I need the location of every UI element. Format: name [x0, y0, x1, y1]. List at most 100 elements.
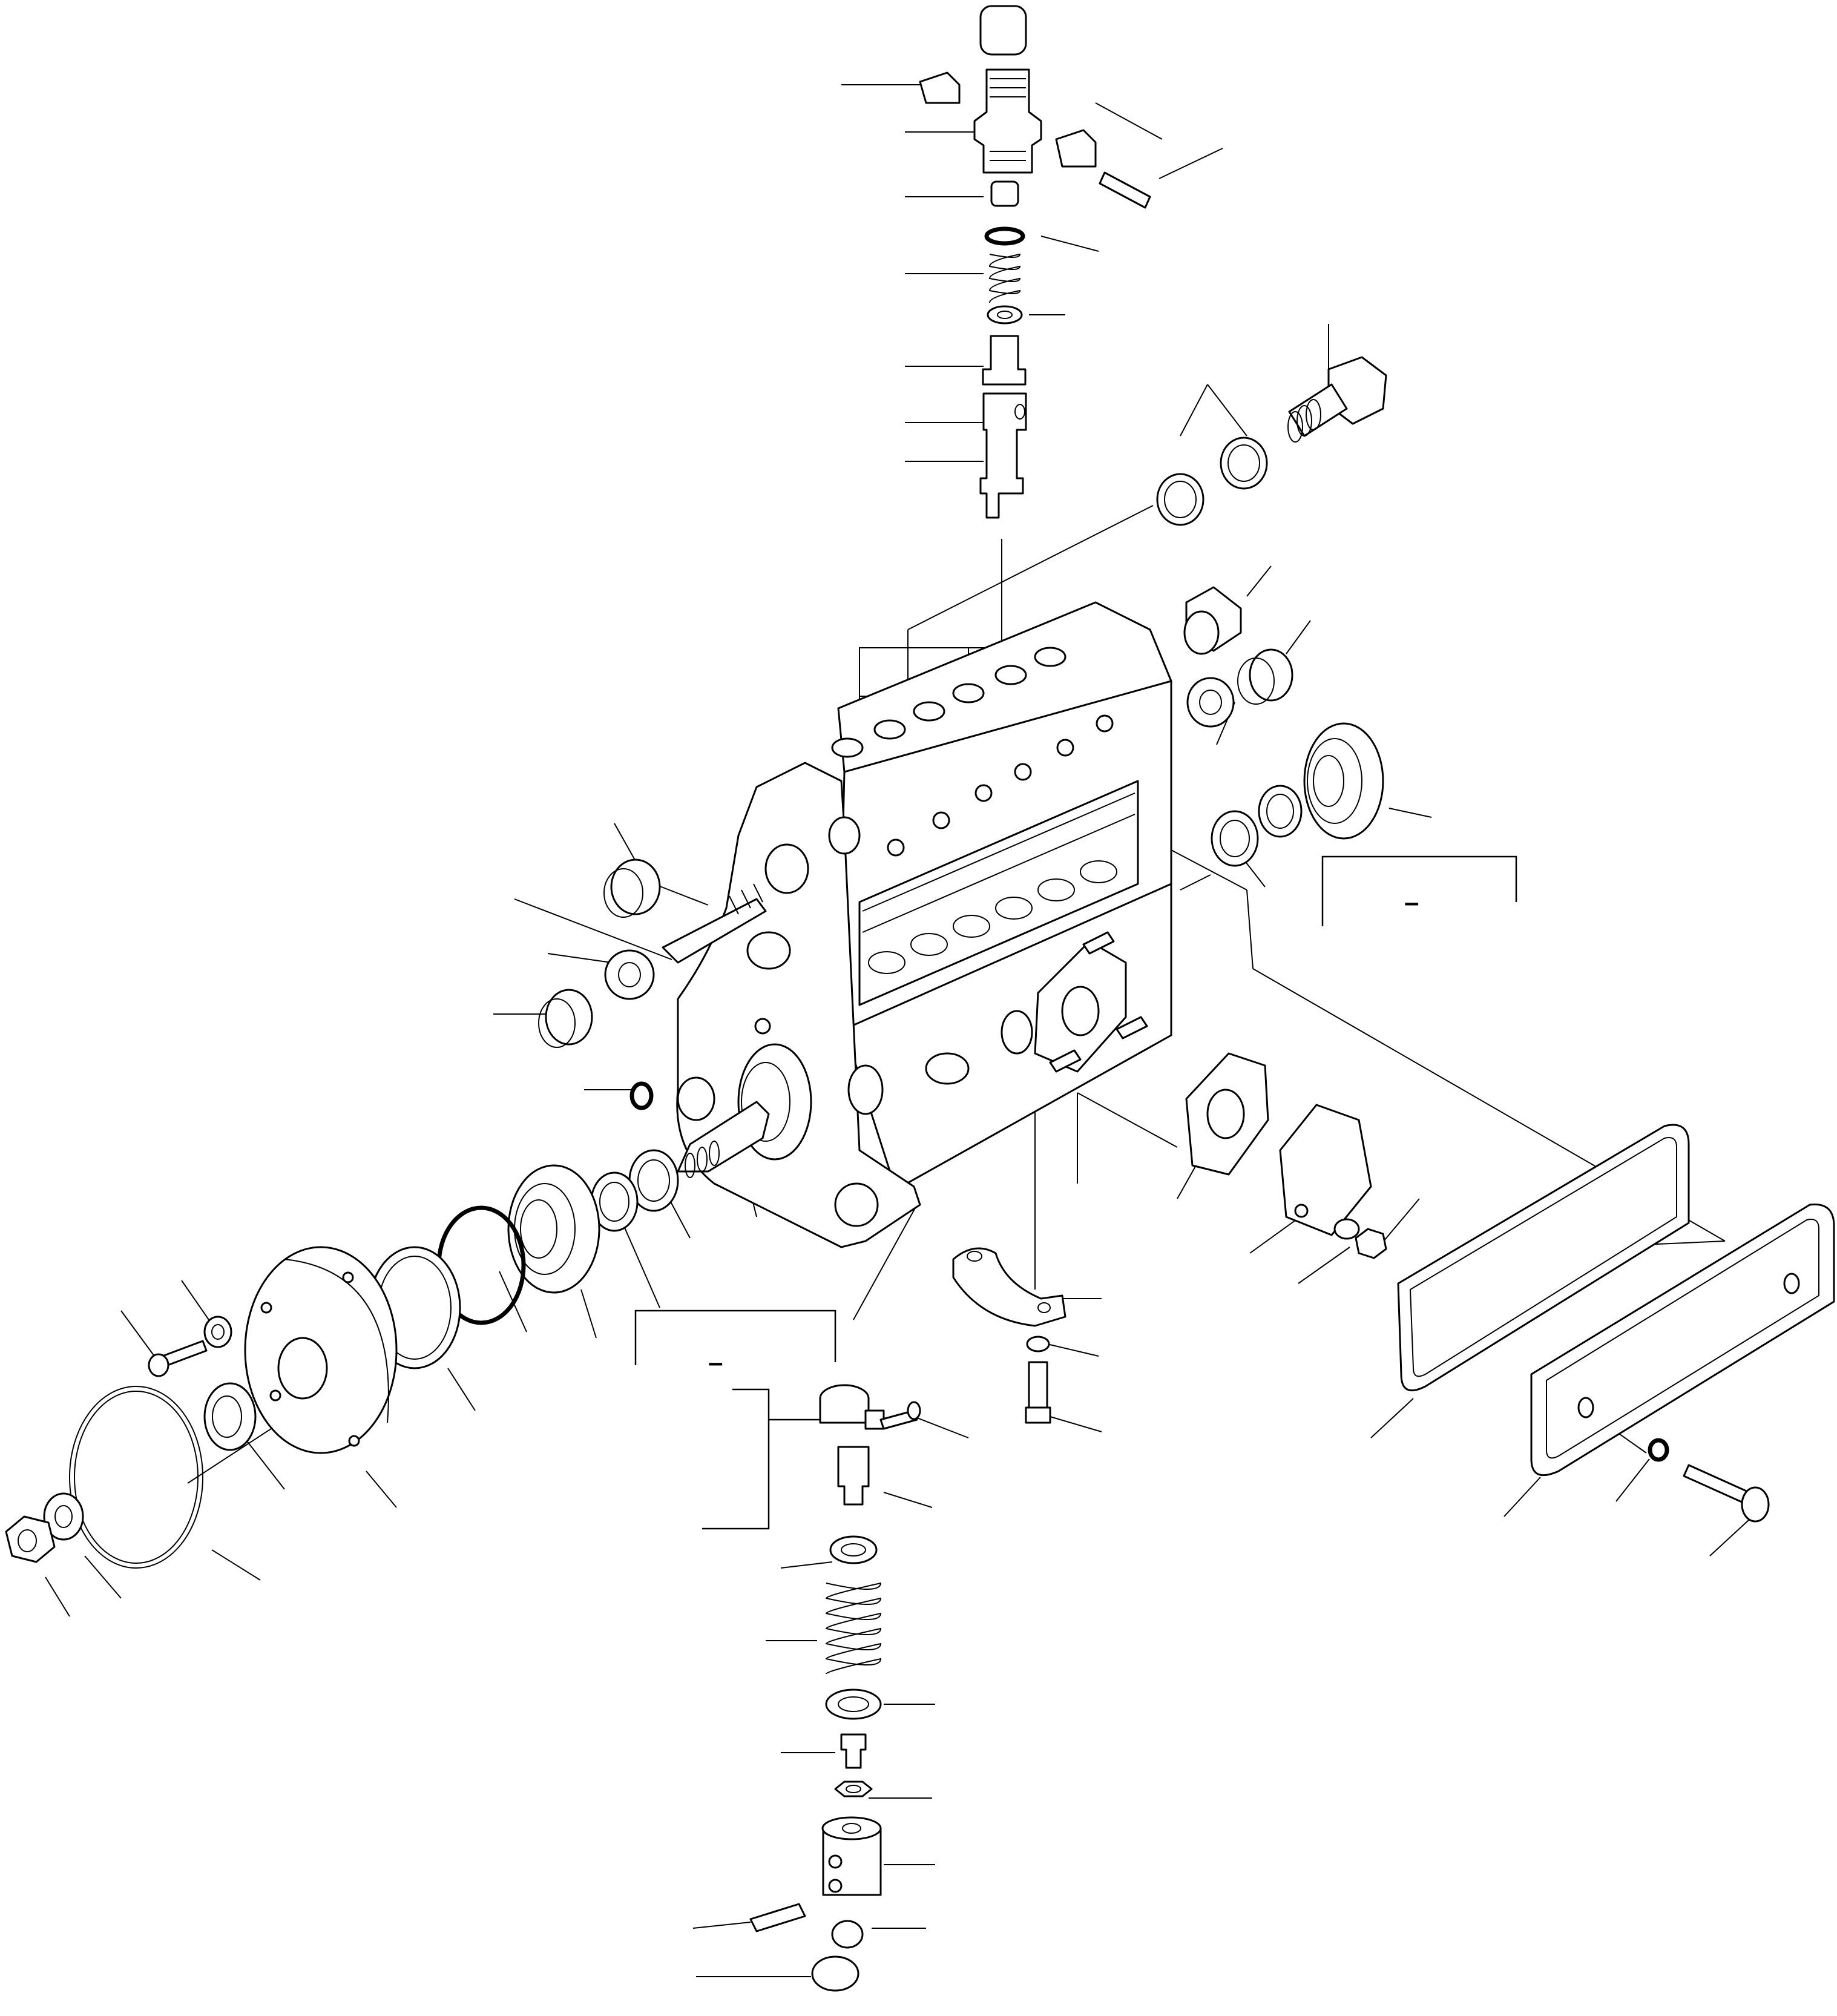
leader-line	[84, 1555, 122, 1599]
outlet-bore	[994, 665, 1027, 685]
cover-bore	[277, 1337, 328, 1400]
clamp-bracket	[952, 1247, 1066, 1327]
bracket-hole	[1037, 1302, 1051, 1313]
screw-head	[1056, 739, 1074, 757]
cover-hole	[269, 1389, 281, 1402]
sleeve-bore	[1199, 690, 1222, 715]
side-plugs	[1183, 586, 1293, 728]
leader-line	[1095, 102, 1163, 140]
governor-parts	[538, 858, 767, 1110]
drive-end-cover	[5, 1246, 398, 1569]
leader-line	[45, 1576, 70, 1617]
shim	[1211, 810, 1259, 867]
leader-line	[1077, 1092, 1178, 1148]
right-bearing-group	[1211, 722, 1384, 867]
screw-head	[974, 784, 993, 802]
sealing-ring-inner	[1227, 444, 1260, 482]
spring-seat-inner	[838, 1696, 869, 1712]
leader-line	[447, 1368, 476, 1411]
bracket-line	[634, 1309, 836, 1365]
leader-line	[883, 1492, 933, 1508]
screw-head	[1096, 714, 1114, 733]
outlet-bore	[913, 701, 945, 722]
bolt-head	[1025, 1406, 1051, 1424]
end-plate-hole	[754, 1018, 771, 1035]
cover-screw	[1683, 1464, 1750, 1504]
plunger-window	[858, 780, 1139, 1006]
leader-line	[913, 1416, 969, 1438]
lock-washer-inner	[54, 1505, 73, 1528]
gasket	[69, 1386, 203, 1569]
leader-line	[1503, 1477, 1541, 1517]
bush-inner	[1237, 657, 1275, 705]
shim-inner	[637, 1159, 670, 1202]
thread-line	[685, 1153, 695, 1178]
outlet-bore	[952, 683, 985, 703]
ball-bearing	[507, 1164, 600, 1294]
leader-line	[1040, 236, 1099, 252]
leader-line	[1050, 1416, 1102, 1432]
bearing-race	[1307, 738, 1362, 824]
plunger-sleeve	[868, 951, 905, 974]
leader-line	[1180, 874, 1211, 891]
washer-hole	[997, 311, 1013, 319]
end-plate-bore	[677, 1076, 715, 1121]
leader-line	[1615, 1458, 1650, 1502]
threaded-bush	[545, 989, 593, 1046]
leader-line	[1298, 1247, 1350, 1284]
o-ring	[629, 1081, 654, 1110]
blanking-plate	[1279, 1104, 1372, 1236]
inspection-cover	[1397, 1124, 1835, 1523]
delivery-valve	[982, 335, 1027, 386]
roller-pin	[749, 1903, 806, 1932]
sleeve-bore	[618, 962, 641, 987]
cover-plate	[1530, 1203, 1835, 1477]
bracket-hole	[967, 1251, 982, 1262]
screw-row	[887, 714, 1114, 857]
lock-plate	[919, 71, 961, 104]
valve-body	[990, 180, 1019, 207]
cover-rim	[284, 1259, 389, 1423]
sleeve	[604, 949, 655, 1000]
range-bracket-front: –	[634, 1309, 836, 1530]
leader-line	[1246, 889, 1254, 969]
outlet-bore	[831, 737, 864, 758]
hex-nut	[1355, 1228, 1387, 1259]
end-plate-bore	[834, 1182, 879, 1227]
leader-line	[242, 1434, 285, 1490]
bracket-line	[702, 1388, 770, 1530]
adjusting-screw	[840, 1733, 867, 1769]
leader-line	[514, 898, 672, 960]
camshaft	[677, 1101, 770, 1173]
tappet-top	[821, 1816, 882, 1840]
bearing-bore	[520, 1199, 557, 1259]
leader-line	[181, 1280, 209, 1320]
outlet-bore	[873, 719, 906, 740]
delivery-valve-stack	[919, 5, 1151, 519]
thread-line	[697, 1147, 708, 1172]
range-label-right: –	[1404, 888, 1419, 917]
roller	[831, 1920, 864, 1949]
end-plate-bore	[828, 816, 861, 855]
gasket-bore	[1206, 1089, 1245, 1139]
screw-head	[148, 1353, 169, 1377]
port-hole	[1014, 404, 1025, 420]
leader-line	[1243, 859, 1266, 888]
plunger-spring	[825, 1582, 882, 1675]
plunger	[837, 1446, 870, 1506]
control-rod	[862, 792, 1135, 912]
inlet-fitting	[1156, 356, 1387, 526]
thread-line	[1306, 399, 1321, 430]
leader-line	[1709, 1519, 1750, 1556]
thread-line	[1287, 411, 1303, 443]
inspection-hole	[1001, 1010, 1033, 1055]
shim-inner	[599, 1182, 629, 1222]
leader-line	[653, 883, 709, 906]
control-rod	[862, 814, 1135, 933]
bracket-line	[1321, 855, 1517, 926]
valve-spring	[988, 253, 1021, 303]
leader-line	[120, 1310, 155, 1357]
thread-line	[603, 868, 643, 918]
plug-body	[1183, 610, 1220, 655]
leader-line	[1370, 1398, 1414, 1438]
